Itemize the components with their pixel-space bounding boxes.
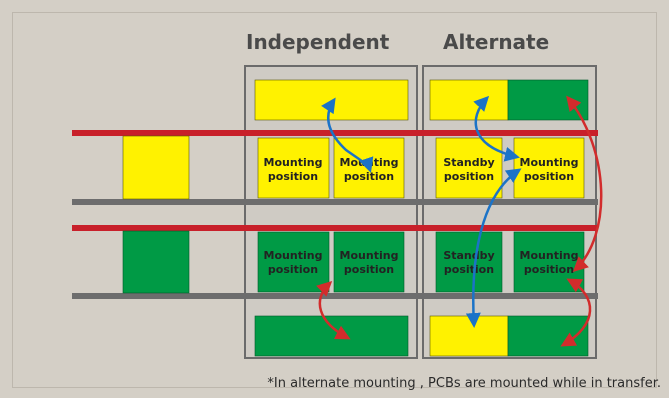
svg-text:position: position xyxy=(444,170,494,183)
svg-text:position: position xyxy=(344,170,394,183)
svg-text:Standby: Standby xyxy=(443,156,494,169)
svg-text:Mounting: Mounting xyxy=(264,156,323,169)
label-alt-mount-yellow: Mounting position xyxy=(520,156,579,183)
alternate-blue-arrow-long xyxy=(465,168,522,328)
outer-frame xyxy=(12,12,657,388)
independent-mount-green-right xyxy=(333,231,405,293)
left-yellow-board xyxy=(122,135,190,200)
svg-text:Mounting: Mounting xyxy=(520,156,579,169)
alternate-top-yellow-board xyxy=(429,79,509,121)
svg-text:position: position xyxy=(268,170,318,183)
independent-mount-yellow-left xyxy=(257,137,330,199)
svg-text:position: position xyxy=(524,263,574,276)
svg-text:Mounting: Mounting xyxy=(264,249,323,262)
alternate-top-green-board xyxy=(507,79,589,121)
label-alt-standby-yellow: Standby position xyxy=(443,156,494,183)
independent-bottom-green-board xyxy=(254,315,409,357)
footnote: *In alternate mounting , PCBs are mounte… xyxy=(267,376,661,391)
label-alt-mount-green: Mounting position xyxy=(520,249,579,276)
label-ind-yellow-left: Mounting position xyxy=(264,156,323,183)
alternate-bottom-yellow-board xyxy=(429,315,509,357)
independent-title: Independent xyxy=(246,30,390,54)
alternate-title: Alternate xyxy=(443,30,550,54)
svg-text:Standby: Standby xyxy=(443,249,494,262)
lower-gray-rail xyxy=(72,293,598,299)
independent-red-arrow xyxy=(316,280,351,340)
alternate-blue-arrow-top xyxy=(473,95,520,162)
svg-text:Mounting: Mounting xyxy=(340,249,399,262)
label-ind-green-left: Mounting position xyxy=(264,249,323,276)
svg-text:position: position xyxy=(524,170,574,183)
alternate-red-arrow-long xyxy=(566,95,603,273)
lower-red-rail xyxy=(72,225,598,231)
label-ind-green-right: Mounting position xyxy=(340,249,399,276)
independent-top-yellow-board xyxy=(254,79,409,121)
label-alt-standby-green: Standby position xyxy=(443,249,494,276)
alternate-red-arrow-bottom xyxy=(560,278,592,347)
independent-mount-green-left xyxy=(257,231,330,293)
svg-text:position: position xyxy=(344,263,394,276)
svg-text:Mounting: Mounting xyxy=(520,249,579,262)
svg-text:position: position xyxy=(268,263,318,276)
alternate-standby-green xyxy=(435,231,503,293)
upper-gray-rail xyxy=(72,199,598,205)
independent-blue-arrow xyxy=(321,97,374,173)
svg-text:position: position xyxy=(444,263,494,276)
left-green-board xyxy=(122,230,190,294)
